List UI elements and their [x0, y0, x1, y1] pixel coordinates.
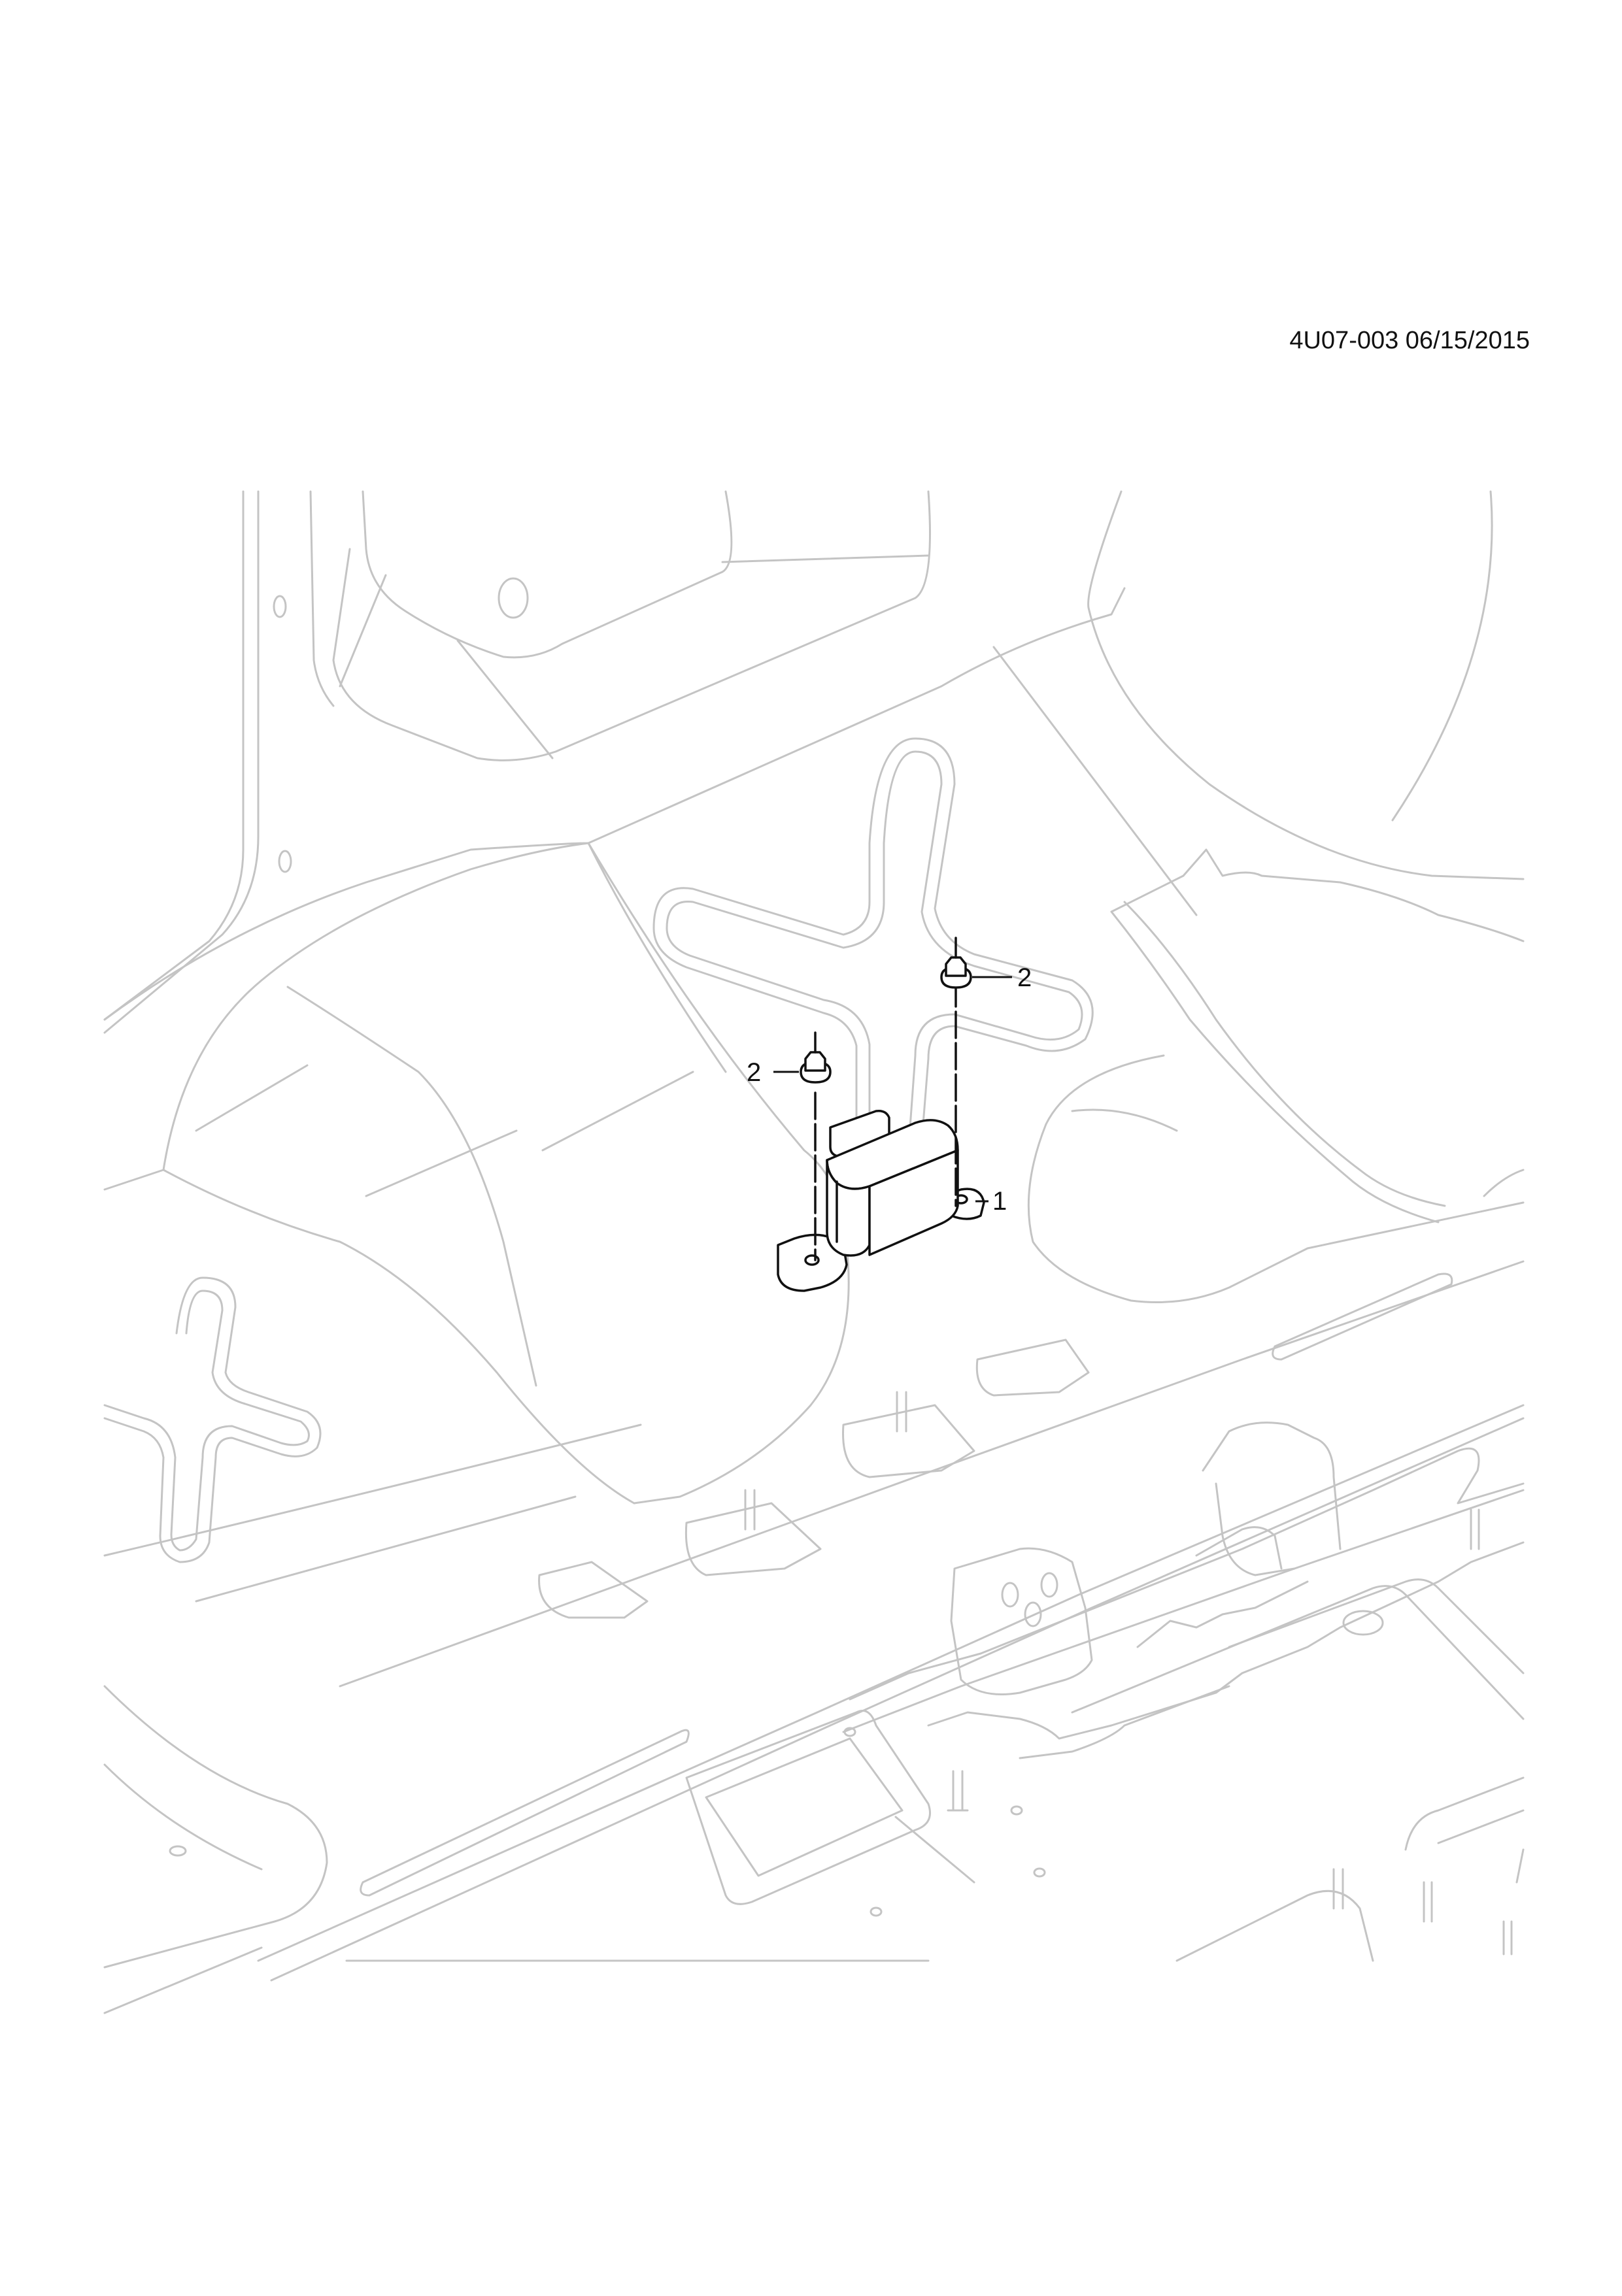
bracket-bolt-3: [1040, 1572, 1058, 1598]
left-slot-groove: [360, 1729, 690, 1897]
floor-rail-5: [270, 1417, 1525, 1982]
tunnel-recess-inner: [332, 490, 931, 761]
upper-cross-depression: [652, 737, 1094, 1243]
tunnel-recess-outline: [362, 490, 733, 659]
module-flange-hole: [804, 1254, 820, 1266]
stud-lower-5: [1502, 1920, 1513, 1955]
tunnel-plug-hole: [498, 577, 529, 619]
module-body-side: [868, 1149, 959, 1256]
floor-diagonal-2: [587, 842, 727, 1073]
right-sill-trim-inner: [1123, 901, 1446, 1207]
floor-rail-4: [257, 1404, 1525, 1962]
bracket-bolt-2: [1024, 1601, 1042, 1627]
bracket-rail-a: [849, 1447, 1525, 1701]
left-pillar-inner: [103, 490, 260, 1034]
callout-2-left-label: 2: [747, 1058, 761, 1087]
pad-top: [975, 1339, 1090, 1397]
seat-bracket-top: [1202, 1422, 1342, 1550]
callout-1-label: 1: [992, 1187, 1007, 1216]
bracket-slot: [1195, 1526, 1283, 1570]
floor-hole-1: [843, 1727, 856, 1737]
right-seat-cushion: [1027, 1054, 1525, 1303]
floor-recess-right-6: [1515, 1848, 1525, 1884]
floor-recess-right-5: [1175, 1889, 1374, 1962]
right-seat-outline: [1087, 490, 1525, 880]
seat-bracket-main: [950, 1547, 1093, 1695]
left-seat-crease-3: [365, 1129, 518, 1197]
tunnel-fold-line-2: [456, 639, 554, 759]
nut-right-hex: [945, 956, 967, 977]
seat-bracket-front: [1215, 1482, 1296, 1576]
lower-cross-inner: [103, 1289, 310, 1552]
diagram-reference: 4U07-003 06/15/2015: [1289, 327, 1530, 354]
floor-recess-right-3: [1437, 1809, 1525, 1844]
right-sill-end: [1483, 1169, 1525, 1197]
stud-lower-1: [947, 1770, 969, 1812]
stud-lower-3: [1423, 1881, 1433, 1923]
right-slot-groove: [1272, 1273, 1453, 1361]
floor-hole-2: [1010, 1805, 1023, 1816]
floor-diagonal-1: [992, 646, 1198, 916]
floor-bottom-edge-2: [894, 1816, 975, 1884]
bracket-bolt-1: [1001, 1582, 1019, 1608]
left-seat-crease-2: [541, 1071, 694, 1152]
nut-left-hex: [804, 1051, 826, 1072]
floor-rail-8: [103, 1763, 263, 1871]
stud-a: [896, 1391, 907, 1433]
bracket-tab-row: [1136, 1580, 1309, 1648]
bracket-rail-d: [1019, 1685, 1230, 1759]
floor-top-edge: [103, 587, 1126, 1021]
right-seat-crease: [1391, 490, 1493, 822]
pad-small: [538, 1561, 649, 1619]
tunnel-fold-line: [339, 574, 387, 688]
sensor-module-part: [777, 937, 985, 1292]
floor-rail-7: [103, 1685, 328, 1969]
left-hole-lower: [278, 850, 292, 873]
floor-rail-1: [103, 1423, 642, 1557]
stud-lower-2: [1470, 1508, 1480, 1550]
left-upper-panel: [309, 490, 335, 707]
stud-b: [744, 1489, 756, 1531]
pad-stud-b: [684, 1502, 822, 1576]
floor-recess-right-4: [1404, 1776, 1525, 1851]
right-seat-cushion-inner: [1071, 1108, 1178, 1132]
floor-hole-3: [1033, 1867, 1046, 1878]
left-seat-crease-1: [195, 1064, 309, 1132]
tunnel-step: [721, 554, 930, 563]
left-pillar-outline: [103, 490, 245, 1021]
callout-group: 1 2 2: [747, 963, 1032, 1216]
floor-rail-6: [103, 1946, 263, 2014]
upper-cross-inner: [666, 750, 1083, 1231]
right-sill-trim-edge: [1110, 910, 1440, 1223]
stud-lower-4: [1332, 1868, 1344, 1910]
bracket-rail-b: [842, 1489, 1525, 1733]
callout-2-right-label: 2: [1017, 963, 1032, 992]
floor-recess-right-2: [1228, 1578, 1525, 1674]
left-seat-cushion: [103, 842, 850, 1505]
right-sill-trim: [1110, 848, 1525, 942]
floor-rail-2: [195, 1495, 577, 1603]
bracket-rail-c: [927, 1541, 1525, 1740]
left-seat-inner-2: [286, 986, 537, 1387]
bracket-hole: [1342, 1610, 1384, 1636]
lower-cross-depression: [103, 1276, 322, 1563]
vehicle-floor-context: [103, 490, 1525, 2014]
floor-rail-3: [339, 1260, 1525, 1688]
floor-recess-lower-1: [685, 1710, 931, 1905]
floor-hole-left: [169, 1845, 187, 1857]
floor-hole-4: [870, 1906, 883, 1917]
left-hole-upper: [273, 595, 287, 618]
pad-stud-a: [842, 1404, 975, 1478]
floor-recess-lower-2: [705, 1737, 904, 1877]
left-seat-inner-1: [162, 1169, 635, 1505]
